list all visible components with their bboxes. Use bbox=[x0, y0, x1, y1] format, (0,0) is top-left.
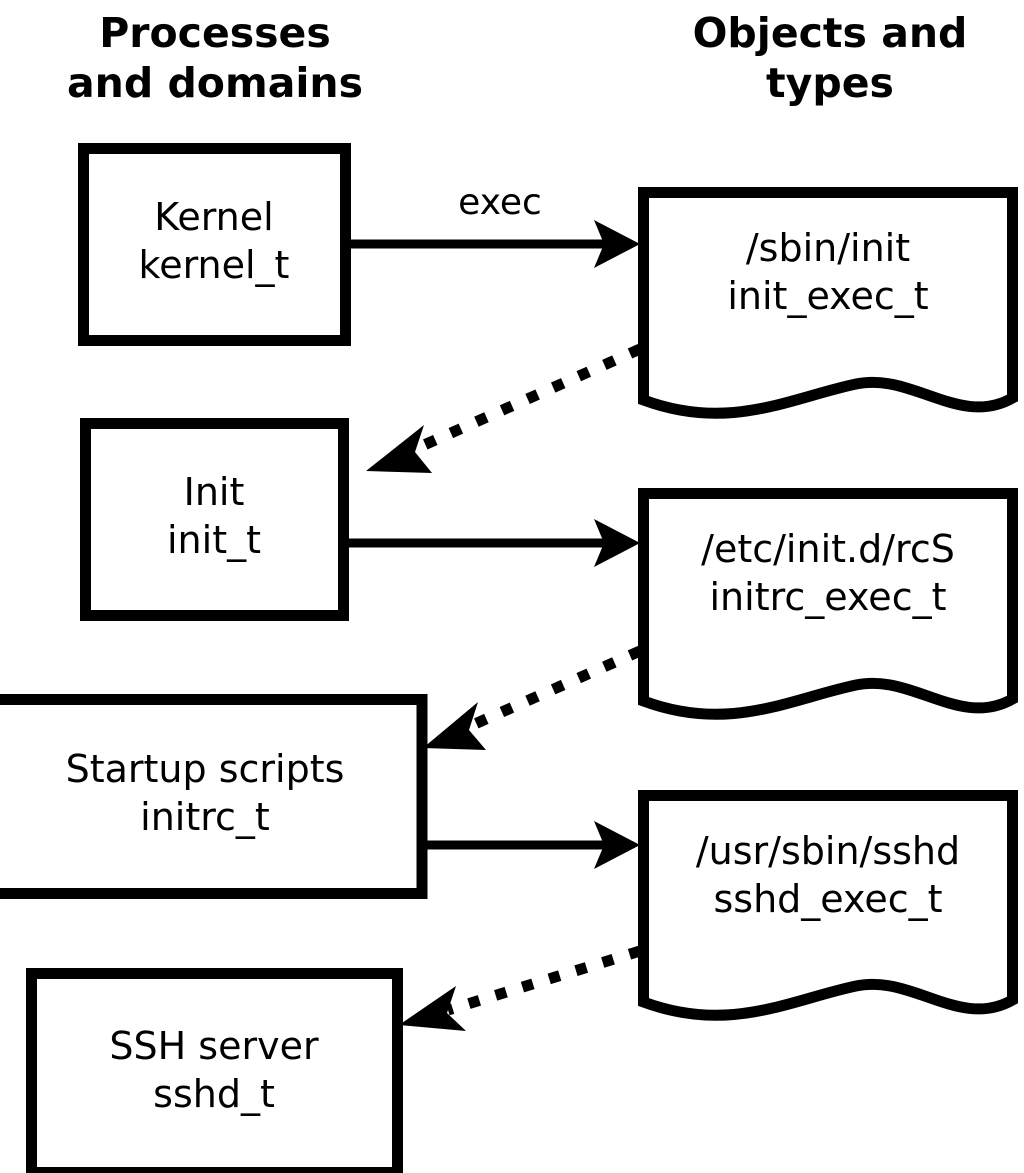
arrowhead-init-to-initrc-exec bbox=[594, 519, 640, 567]
object-box-initrc-exec[interactable] bbox=[638, 488, 1018, 720]
arrowhead-kernel-to-init-exec bbox=[594, 220, 640, 268]
edge-init-exec-to-init bbox=[412, 343, 643, 455]
object-box-sshd-exec[interactable] bbox=[638, 790, 1018, 1021]
edge-sshd-exec-to-sshd bbox=[446, 945, 642, 1016]
arrowhead-initrc-to-sshd-exec bbox=[594, 821, 640, 869]
process-box-startup-scripts[interactable] bbox=[0, 694, 428, 899]
process-box-ssh-server[interactable] bbox=[26, 968, 403, 1173]
arrowhead-init-exec-to-init bbox=[366, 425, 432, 473]
process-box-init[interactable] bbox=[80, 418, 349, 621]
arrowhead-initrc-exec-to-initrc bbox=[423, 702, 486, 750]
edge-label-exec: exec bbox=[458, 182, 542, 223]
process-box-kernel[interactable] bbox=[78, 143, 351, 346]
edge-initrc-exec-to-initrc bbox=[465, 645, 643, 733]
arrowhead-sshd-exec-to-sshd bbox=[399, 986, 466, 1031]
column-header-objects-and-types: Objects and types bbox=[692, 9, 968, 107]
object-box-init-exec[interactable] bbox=[638, 187, 1018, 419]
column-header-processes-and-domains: Processes and domains bbox=[66, 9, 364, 107]
